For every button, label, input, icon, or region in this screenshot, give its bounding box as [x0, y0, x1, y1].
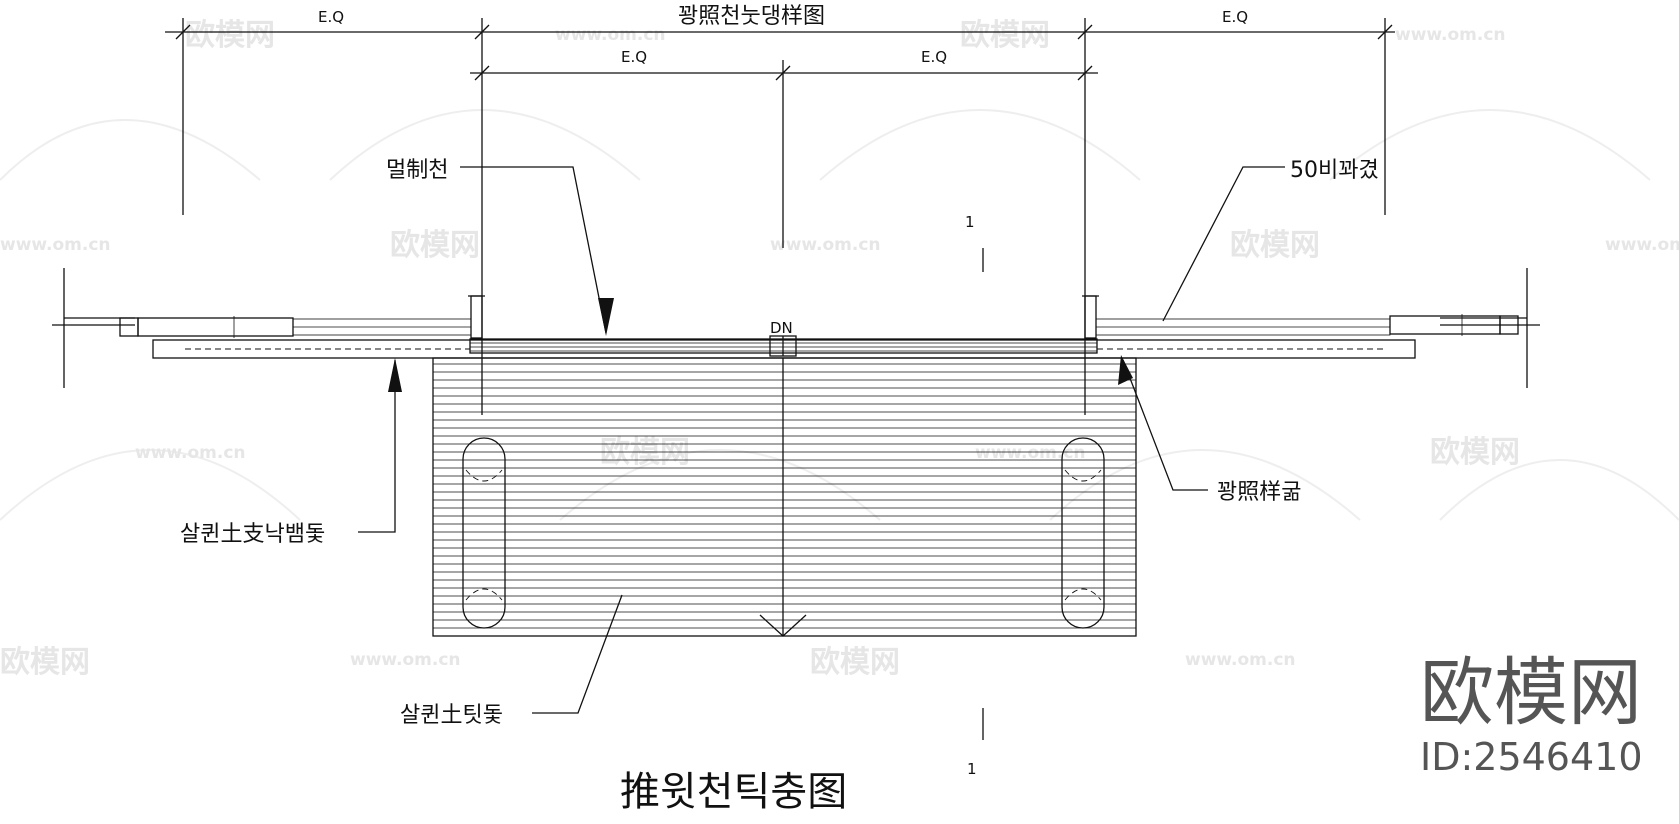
section-number-bottom: 1 [967, 760, 977, 778]
watermark-mark: 欧模网 [810, 645, 900, 680]
brand-logo: 欧模网 ID:2546410 [1420, 650, 1643, 779]
callout-bottom-left: 살퀸土팃돛 [400, 703, 503, 728]
watermark-text: 欧模网 [600, 435, 690, 470]
watermark-mark: 欧模网 [1430, 435, 1520, 470]
logo-brand: 欧模网 [1420, 650, 1642, 736]
callout-middle-right: 꽝照样굶 [1217, 480, 1301, 505]
watermark-mark: 欧模网 [600, 435, 690, 470]
watermark-url: www.om.cn [770, 235, 881, 255]
dimension-outer-right: E.Q [1222, 8, 1248, 26]
watermark-url: www.om.cn [1605, 235, 1679, 255]
panel-hatching [433, 363, 1136, 629]
dimension-lines: E.Q E.Q E.Q E.Q 꽝照천눗댕样图 [165, 4, 1395, 415]
dimension-inner-right: E.Q [921, 48, 947, 66]
dn-label: DN [770, 319, 793, 337]
watermark-text: 欧模网 [1430, 435, 1520, 470]
lower-panel [432, 357, 1137, 637]
watermark-mark: 欧模网 [960, 18, 1050, 53]
dimension-inner-left: E.Q [621, 48, 647, 66]
drawing-title: 推윗천틱충图 [620, 769, 847, 815]
callout-upper-left: 멀制천 [386, 158, 448, 183]
watermark-text: 欧模网 [390, 228, 480, 263]
arrowhead [598, 298, 614, 336]
dimension-outer-left: E.Q [318, 8, 344, 26]
wall-section [52, 268, 1540, 388]
watermark-mark: 欧模网 [1230, 228, 1320, 263]
watermark-url: www.om.cn [350, 650, 461, 670]
watermark-mark: 欧模网 [185, 18, 275, 53]
watermark-mark: 欧模网 [0, 645, 90, 680]
watermark-text: 欧模网 [1230, 228, 1320, 263]
callout-upper-right: 50비꽈겼 [1290, 158, 1379, 183]
watermark-url: www.om.cn [1395, 25, 1506, 45]
watermark-text: 欧模网 [810, 645, 900, 680]
arrowhead [1118, 355, 1133, 385]
watermark-text: 欧模网 [0, 645, 90, 680]
watermark-text: 欧模网 [185, 18, 275, 53]
watermark-url: www.om.cn [555, 25, 666, 45]
watermark-arcs [0, 109, 1679, 521]
watermark-url: www.om.cn [1185, 650, 1296, 670]
base-band: DN [152, 319, 1416, 359]
top-caption: 꽝照천눗댕样图 [678, 4, 825, 29]
logo-id: ID:2546410 [1420, 735, 1643, 779]
arrowhead [388, 358, 402, 392]
watermark-url: www.om.cn [135, 443, 246, 463]
watermark-url: www.om.cn [0, 235, 111, 255]
callout-leaders [358, 166, 1285, 714]
callout-middle-left: 살퀸土支낙뱀돛 [180, 522, 325, 547]
section-number-top: 1 [965, 213, 975, 231]
watermark-mark: 欧模网 [390, 228, 480, 263]
watermark-layer: 欧模网 欧模网 欧模网 欧模网 欧模网 欧模网 欧模网 欧模网 www.om.c… [0, 18, 1679, 680]
watermark-text: 欧模网 [960, 18, 1050, 53]
section-marker: 1 1 [965, 213, 984, 778]
watermark-url: www.om.cn [975, 443, 1086, 463]
